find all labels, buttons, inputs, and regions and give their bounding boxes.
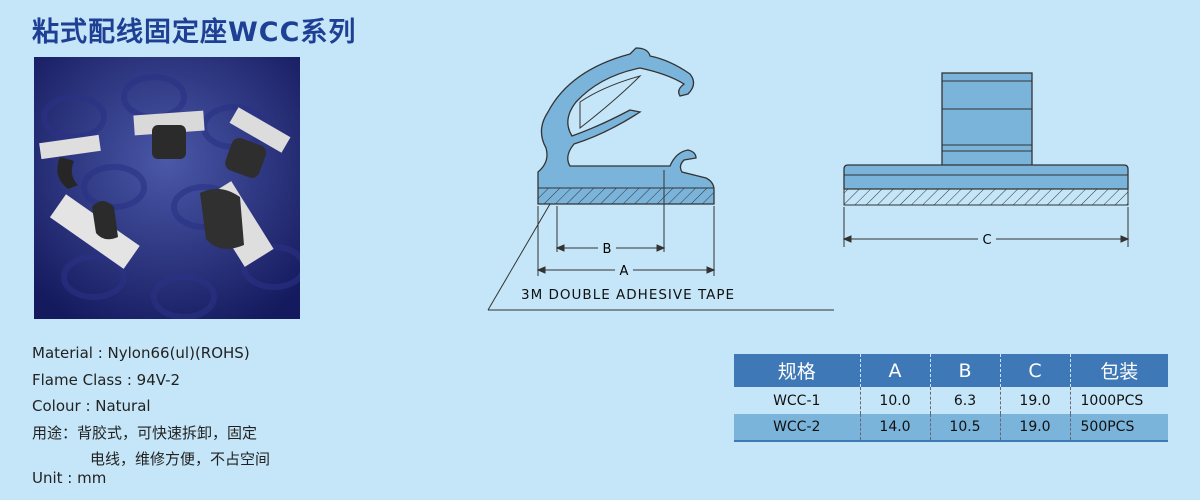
cell-b: 10.5 [930,414,1001,441]
header-a: A [860,354,931,387]
cell-a: 10.0 [860,387,931,414]
table-row: WCC-2 14.0 10.5 19.0 500PCS [734,414,1168,441]
dimension-label-a: A [620,264,629,279]
use-text-line2: 电线，维修方便，不占空间 [90,450,271,468]
use-text-line1: 用途：背胶式，可快速拆卸，固定 [32,423,258,442]
tape-label: 3M DOUBLE ADHESIVE TAPE [521,287,736,303]
header-b: B [930,354,1001,387]
adhesive-tape-front [843,188,1129,206]
page-title: 粘式配线固定座WCC系列 [32,17,357,48]
header-pack: 包装 [1070,354,1168,387]
adhesive-tape-side [537,187,715,205]
dimension-label-b: B [603,242,612,257]
clip-base-front [843,164,1129,190]
header-spec: 规格 [734,354,861,387]
spec-table: 规格 A B C 包装 WCC-1 10.0 6.3 19.0 1000PCS … [734,354,1168,442]
colour-text: Colour : Natural [32,397,151,415]
product-properties: Material : Nylon66(ul)(ROHS) Flame Class… [32,340,352,491]
clip-body-side [537,47,715,205]
header-c: C [1000,354,1071,387]
cell-model: WCC-1 [734,387,861,414]
unit-text: Unit : mm [32,468,107,487]
material-text: Material : Nylon66(ul)(ROHS) [32,344,250,362]
flame-class-text: Flame Class : 94V-2 [32,370,181,389]
cell-model: WCC-2 [734,414,861,441]
cell-a: 14.0 [860,414,931,441]
product-photo [34,57,300,319]
cell-pack: 1000PCS [1070,387,1168,414]
dimension-label-c: C [982,233,991,248]
side-view-diagram: B A [487,47,834,311]
cell-c: 19.0 [1000,414,1071,441]
cell-pack: 500PCS [1070,414,1168,441]
table-row: WCC-1 10.0 6.3 19.0 1000PCS [734,387,1168,414]
front-view-diagram: C [842,72,1130,248]
product-photo-illustration [34,57,300,319]
clip-tower-front [941,72,1033,168]
table-header-row: 规格 A B C 包装 [734,354,1168,387]
cell-b: 6.3 [930,387,1001,414]
cell-c: 19.0 [1000,387,1071,414]
